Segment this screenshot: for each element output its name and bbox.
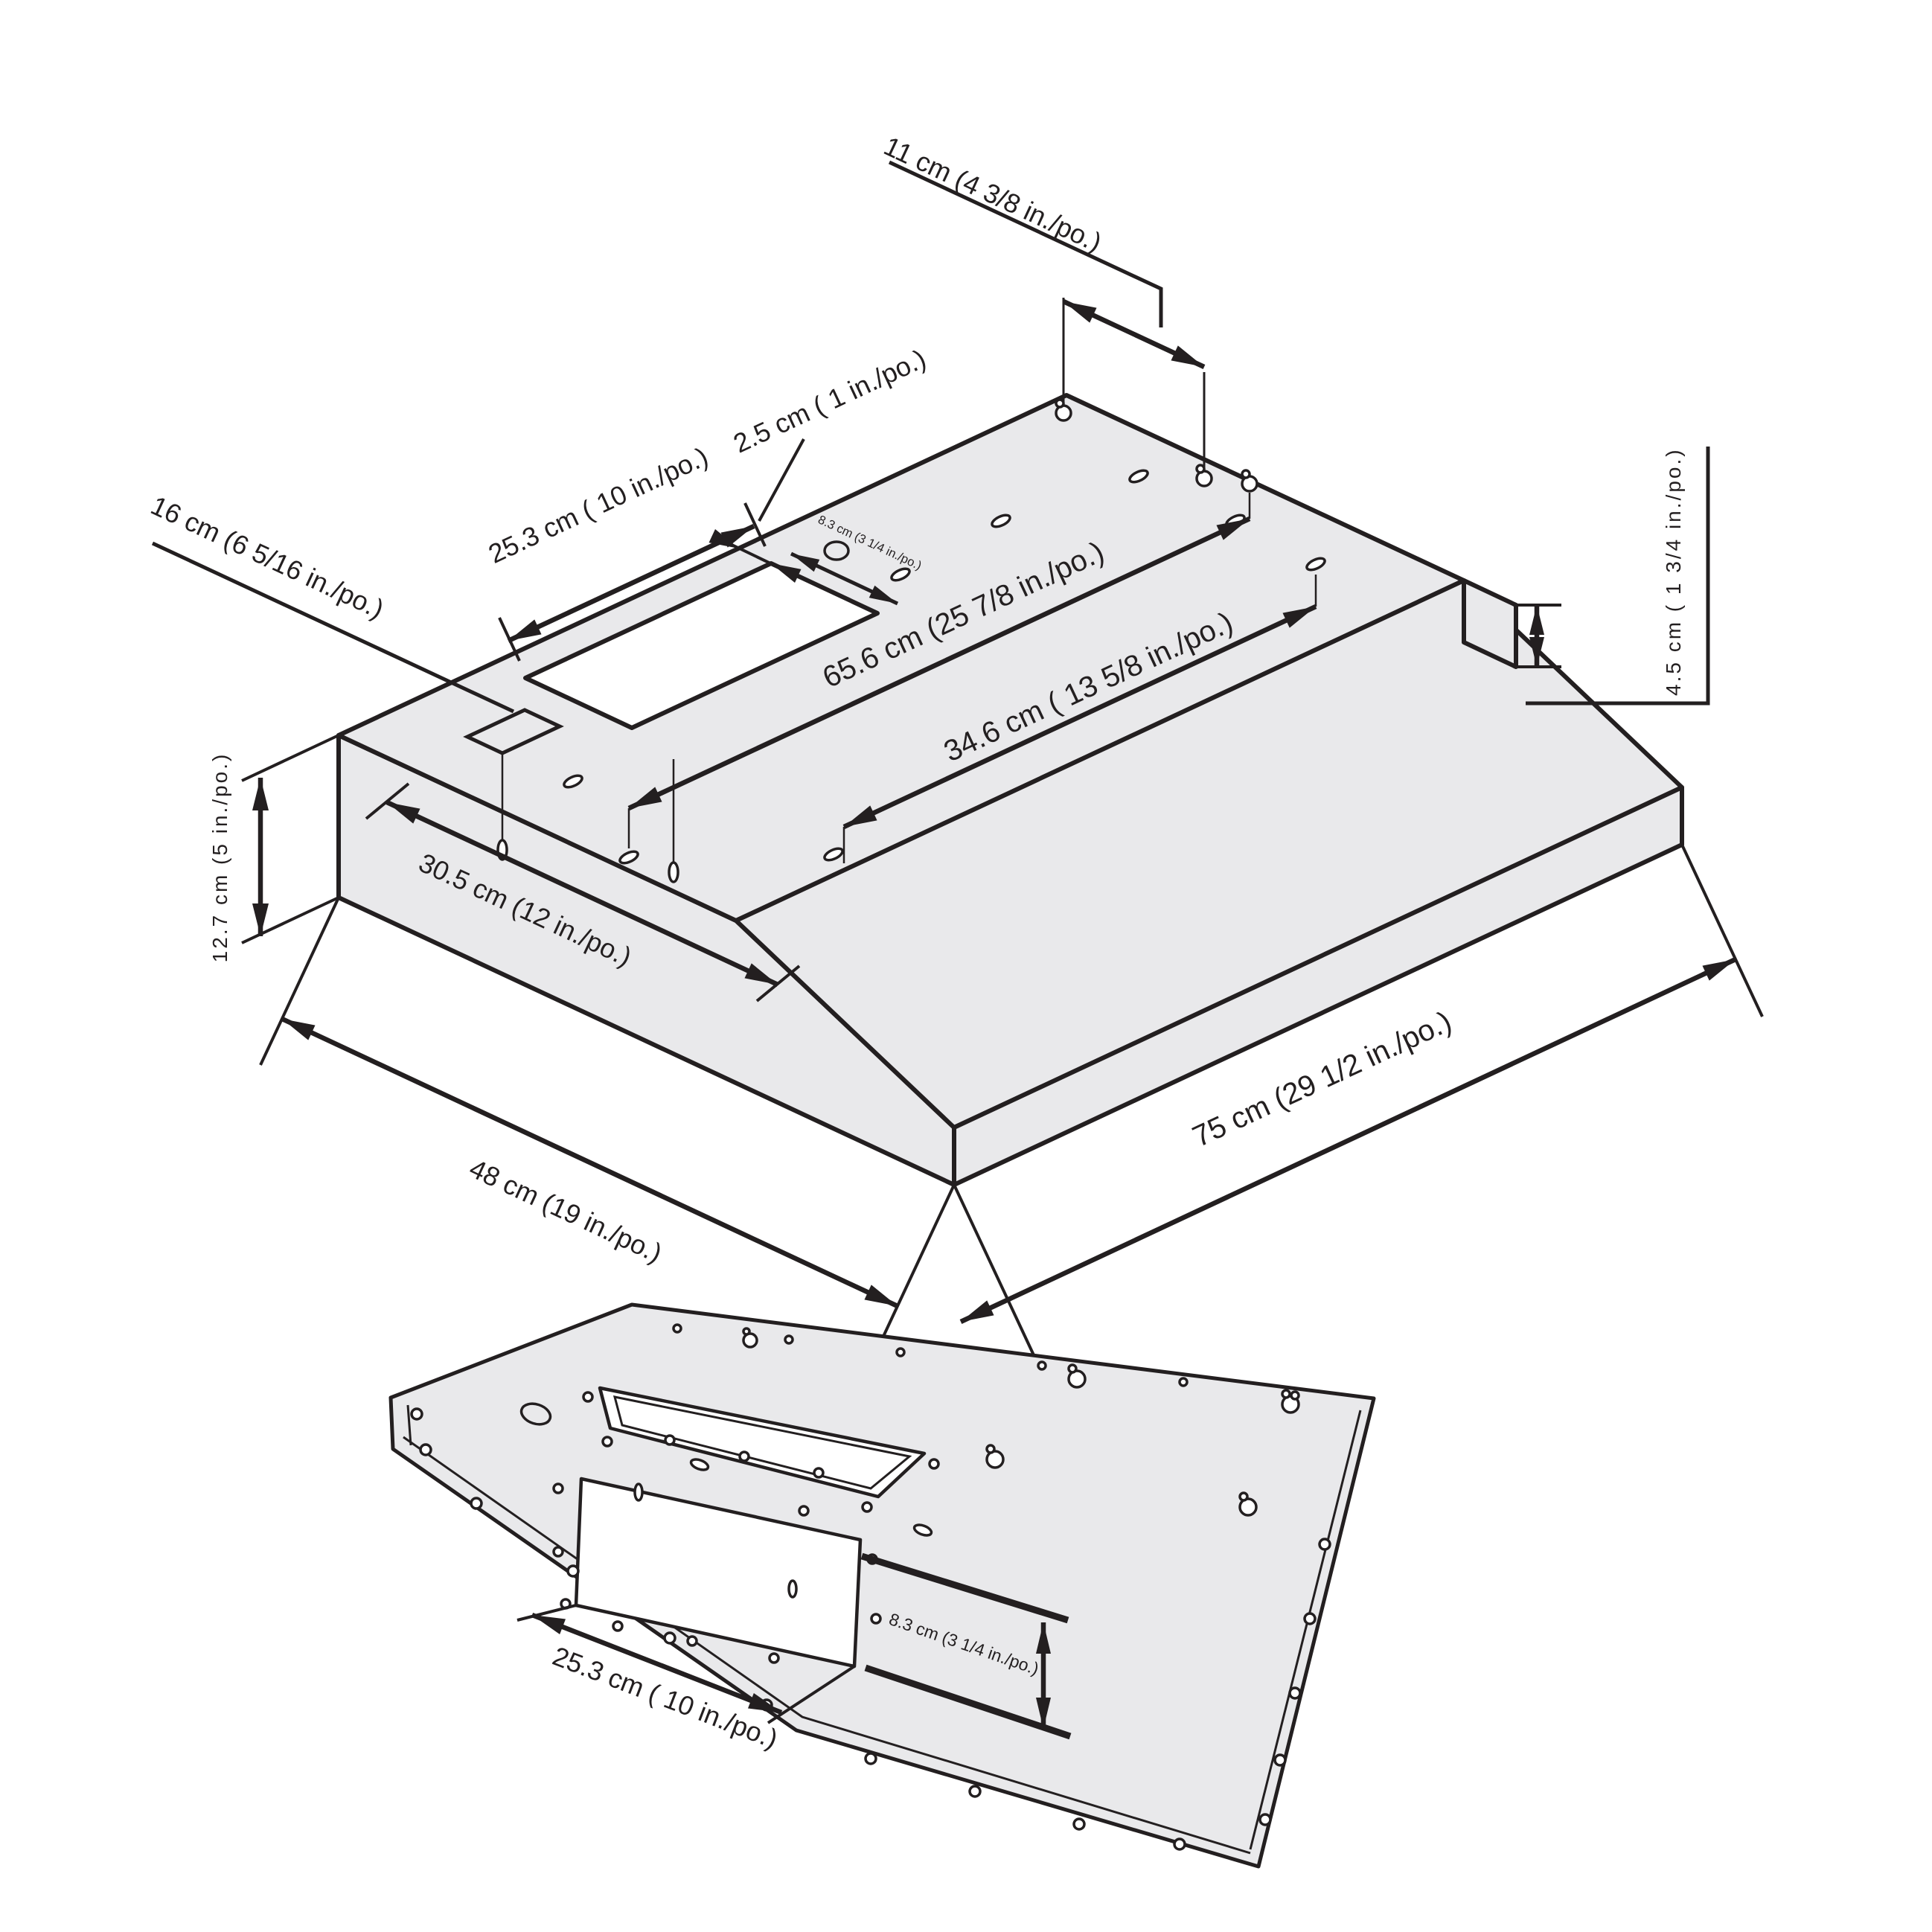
slot-hole	[823, 847, 844, 862]
dim-label-11cm: 11 cm (4 3/8 in./po.)	[880, 130, 1107, 258]
dimension-12-7cm: 12.7 cm (5 in./po.)	[208, 734, 339, 963]
keyhole-slot	[1055, 398, 1072, 422]
slot-hole	[1128, 469, 1149, 484]
dim-label-12-7cm: 12.7 cm (5 in./po.)	[208, 752, 231, 963]
slot-hole	[563, 774, 583, 789]
dim-label-48cm: 48 cm (19 in./po.)	[465, 1153, 667, 1269]
slot-hole	[890, 567, 911, 582]
dim-label-2-5cm: 2.5 cm ( 1 in./po.)	[729, 343, 930, 459]
round-hole	[823, 540, 850, 561]
slot-hole	[668, 861, 679, 883]
hood-underside-view: 25.3 cm ( 10 in./po.) 8.3 cm (3 1/4 in./…	[388, 1302, 1376, 1869]
front-band-edge	[403, 1436, 1251, 1855]
slot-hole	[991, 514, 1011, 528]
slot-hole	[618, 850, 639, 865]
keyhole-slot	[1067, 1363, 1087, 1389]
hood-isometric-view: 11 cm (4 3/8 in./po.) 2.5 cm ( 1 in./po.…	[147, 130, 1764, 1357]
dimension-4-5cm: 4.5 cm ( 1 3/4 in./po.)	[1516, 447, 1710, 706]
keyhole-slot	[985, 1444, 1005, 1469]
slot-hole	[787, 1579, 798, 1599]
keyhole-slot	[1241, 469, 1258, 493]
slot-hole	[912, 1523, 933, 1537]
slot-hole	[1305, 557, 1326, 572]
round-hole	[519, 1402, 552, 1426]
slot-hole	[633, 1482, 644, 1502]
underside-vent-inner-line	[612, 1395, 912, 1490]
slot-hole	[689, 1458, 710, 1471]
dim-label-4-5cm: 4.5 cm ( 1 3/4 in./po.)	[1662, 447, 1685, 696]
dim-label-25-3cm-top: 25.3 cm ( 10 in./po.)	[484, 441, 712, 569]
underside-vent-cutout	[598, 1386, 927, 1499]
top-vent-cutout	[523, 561, 880, 730]
keyhole-slot	[742, 1327, 758, 1349]
damper-bracket	[463, 708, 564, 755]
right-inner-edge	[1249, 1410, 1362, 1850]
keyhole-slot	[1238, 1491, 1258, 1517]
dimension-11cm: 11 cm (4 3/8 in./po.)	[880, 130, 1206, 369]
underside-body	[388, 1302, 1376, 1869]
keyhole-slot	[1195, 464, 1213, 487]
left-inner-edge	[406, 1404, 412, 1446]
